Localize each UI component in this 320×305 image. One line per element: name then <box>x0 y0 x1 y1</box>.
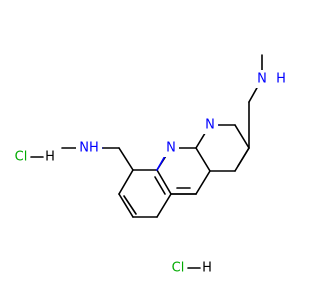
label-mask <box>254 70 270 88</box>
bond <box>195 147 211 172</box>
bond <box>118 169 134 195</box>
molecule-diagram: N N NH N H Cl H Cl H <box>15 54 286 276</box>
amine-left-label: NH <box>79 141 99 156</box>
label-mask <box>76 139 102 157</box>
bond-to-nitrogen <box>156 155 166 171</box>
amine-right-hydrogen: H <box>276 72 286 87</box>
bond <box>195 170 211 195</box>
hcl-2-chlorine: Cl <box>172 261 185 276</box>
bond <box>156 193 172 218</box>
double-bond-inner <box>237 147 250 167</box>
bond <box>118 147 134 171</box>
label-mask <box>163 139 179 157</box>
label-mask <box>202 116 218 134</box>
bond <box>118 193 134 218</box>
hcl-1-hydrogen: H <box>45 150 55 165</box>
bond <box>156 169 172 195</box>
hcl-1-chlorine: Cl <box>15 150 28 165</box>
ring-nitrogen-right: N <box>205 118 215 133</box>
hcl-2-hydrogen: H <box>202 261 212 276</box>
bond <box>234 124 250 149</box>
amine-right-nitrogen: N <box>257 72 267 87</box>
structure-canvas: N N NH N H Cl H Cl H <box>14 54 286 276</box>
double-bond-inner <box>154 176 166 195</box>
ring-nitrogen-left: N <box>166 141 176 156</box>
double-bond-inner <box>123 195 137 215</box>
